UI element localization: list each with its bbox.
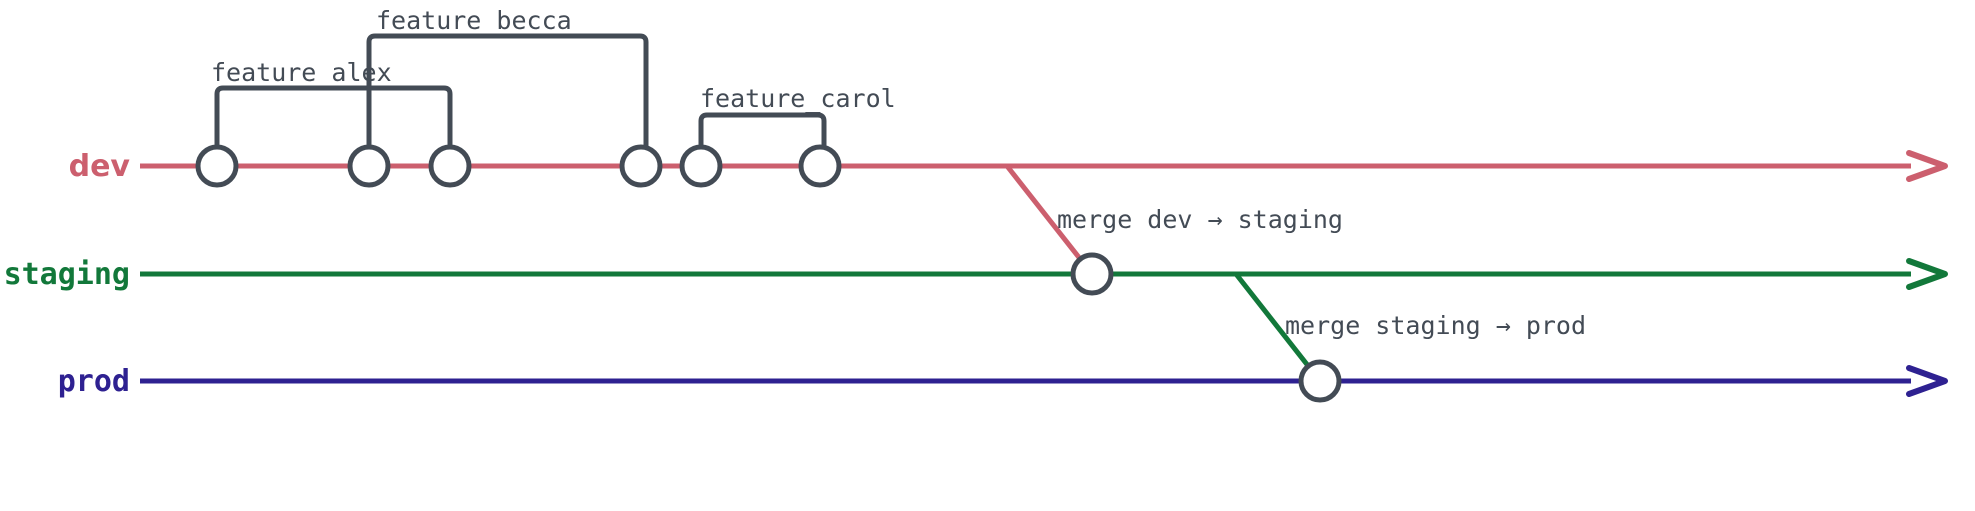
feature-bracket-feature_becca bbox=[366, 33, 649, 147]
feature-bracket-feature_carol bbox=[698, 112, 827, 147]
feature-bracket-feature_alex bbox=[214, 85, 453, 147]
prod-arrow-head bbox=[1906, 365, 1948, 397]
branch-label-dev: dev bbox=[69, 149, 131, 184]
feature-label-feature_carol: feature_carol bbox=[700, 84, 896, 113]
commit-node-dev-c2[interactable] bbox=[347, 144, 391, 188]
staging-arrow-head bbox=[1906, 258, 1948, 290]
merge-label-merge-staging-prod: merge staging → prod bbox=[1285, 311, 1586, 340]
commit-node-prod-merge[interactable] bbox=[1298, 359, 1342, 403]
merge-line-merge-staging-prod bbox=[1234, 272, 1322, 383]
commit-node-dev-c6[interactable] bbox=[798, 144, 842, 188]
branch-label-prod: prod bbox=[58, 364, 130, 399]
commit-node-dev-c4[interactable] bbox=[619, 144, 663, 188]
commit-node-staging-merge[interactable] bbox=[1070, 252, 1114, 296]
feature-label-feature_alex: feature_alex bbox=[211, 58, 392, 87]
merge-label-merge-dev-staging: merge dev → staging bbox=[1057, 205, 1343, 234]
commit-node-dev-c5[interactable] bbox=[679, 144, 723, 188]
feature-label-feature_becca: feature_becca bbox=[376, 6, 572, 35]
dev-arrow-head bbox=[1906, 150, 1948, 182]
branch-label-staging: staging bbox=[4, 257, 130, 292]
merge-line-merge-dev-staging bbox=[1005, 164, 1094, 276]
commit-node-dev-c1[interactable] bbox=[195, 144, 239, 188]
commit-node-dev-c3[interactable] bbox=[428, 144, 472, 188]
